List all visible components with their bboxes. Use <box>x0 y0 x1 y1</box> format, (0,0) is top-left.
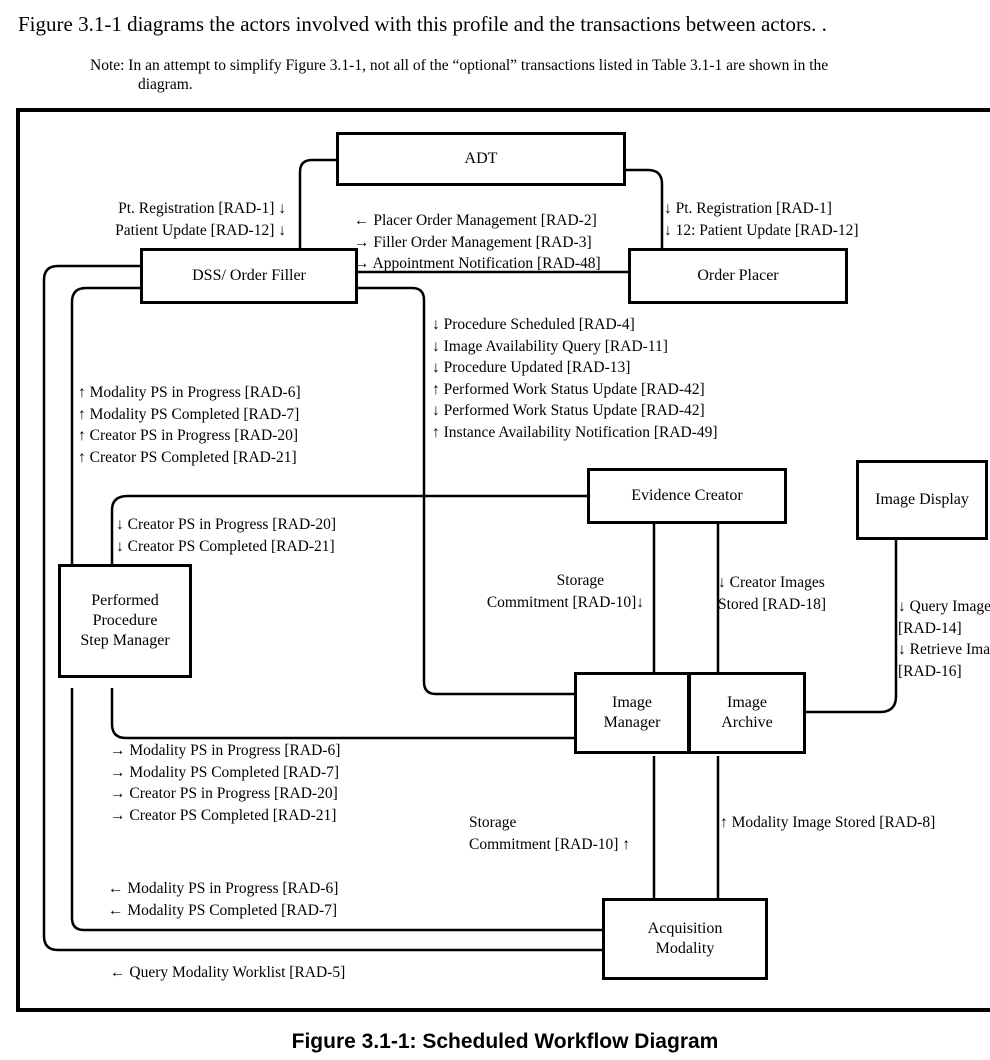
transactions-acq-ppsm: ← Modality PS in Progress [RAD-6] ← Moda… <box>108 880 339 919</box>
line-dss-ppsm <box>70 286 140 564</box>
connector-lines <box>42 158 898 952</box>
line-adt-dss <box>298 158 336 252</box>
actor-order-placer: Order Placer <box>628 248 848 304</box>
note-line-1: Note: In an attempt to simplify Figure 3… <box>90 57 829 74</box>
line-ppsm-acq <box>70 688 604 932</box>
line-adt-op <box>624 168 664 252</box>
line-worklist <box>42 264 604 952</box>
line-dss-im <box>356 286 576 696</box>
transactions-ec-storage-commitment: Storage Commitment [RAD-10]↓ <box>486 572 644 611</box>
transactions-display-query: ↓ Query Images [RAD-14] ↓ Retrieve Image… <box>898 598 990 680</box>
actor-evidence-creator: Evidence Creator <box>587 468 787 524</box>
actor-dss-order-filler: DSS/ Order Filler <box>140 248 358 304</box>
transactions-worklist: ← Query Modality Worklist [RAD-5] <box>110 964 346 981</box>
actor-image-display: Image Display <box>856 460 988 540</box>
figure-caption: Figure 3.1-1: Scheduled Workflow Diagram <box>291 1030 719 1053</box>
actor-image-archive: Image Archive <box>688 672 806 754</box>
actor-adt: ADT <box>336 132 626 186</box>
note-line-2: diagram. <box>138 76 193 93</box>
transactions-dss-op: ← Placer Order Management [RAD-2] → Fill… <box>354 212 601 272</box>
transactions-ec-images-stored: ↓ Creator Images Stored [RAD-18] <box>718 574 827 613</box>
transactions-acq-image-stored: ↑ Modality Image Stored [RAD-8] <box>720 814 936 831</box>
transactions-ppsm-dss: ↑ Modality PS in Progress [RAD-6] ↑ Moda… <box>78 384 301 466</box>
transactions-ec-ppsm: ↓ Creator PS in Progress [RAD-20] ↓ Crea… <box>116 516 336 555</box>
actor-image-manager: Image Manager <box>574 672 690 754</box>
transactions-acq-storage-commitment: Storage Commitment [RAD-10] ↑ <box>469 814 631 853</box>
line-ec-ppsm <box>110 494 588 564</box>
transactions-ppsm-image-manager: → Modality PS in Progress [RAD-6] → Moda… <box>110 742 341 824</box>
figure-note: Note: In an attempt to simplify Figure 3… <box>90 56 970 94</box>
transactions-dss-image-manager: ↓ Procedure Scheduled [RAD-4] ↓ Image Av… <box>432 316 718 441</box>
line-display-ia <box>806 539 898 714</box>
actor-acquisition-modality: Acquisition Modality <box>602 898 768 980</box>
line-ppsm-im <box>110 688 576 740</box>
transactions-adt-dss: Pt. Registration [RAD-1] ↓ Patient Updat… <box>115 200 286 239</box>
intro-text: Figure 3.1-1 diagrams the actors involve… <box>18 12 827 36</box>
actor-performed-procedure-step-manager: Performed Procedure Step Manager <box>58 564 192 678</box>
workflow-diagram: ADT DSS/ Order Filler Order Placer Evide… <box>16 108 990 1012</box>
transactions-adt-op: ↓ Pt. Registration [RAD-1] ↓ 12: Patient… <box>664 200 859 239</box>
